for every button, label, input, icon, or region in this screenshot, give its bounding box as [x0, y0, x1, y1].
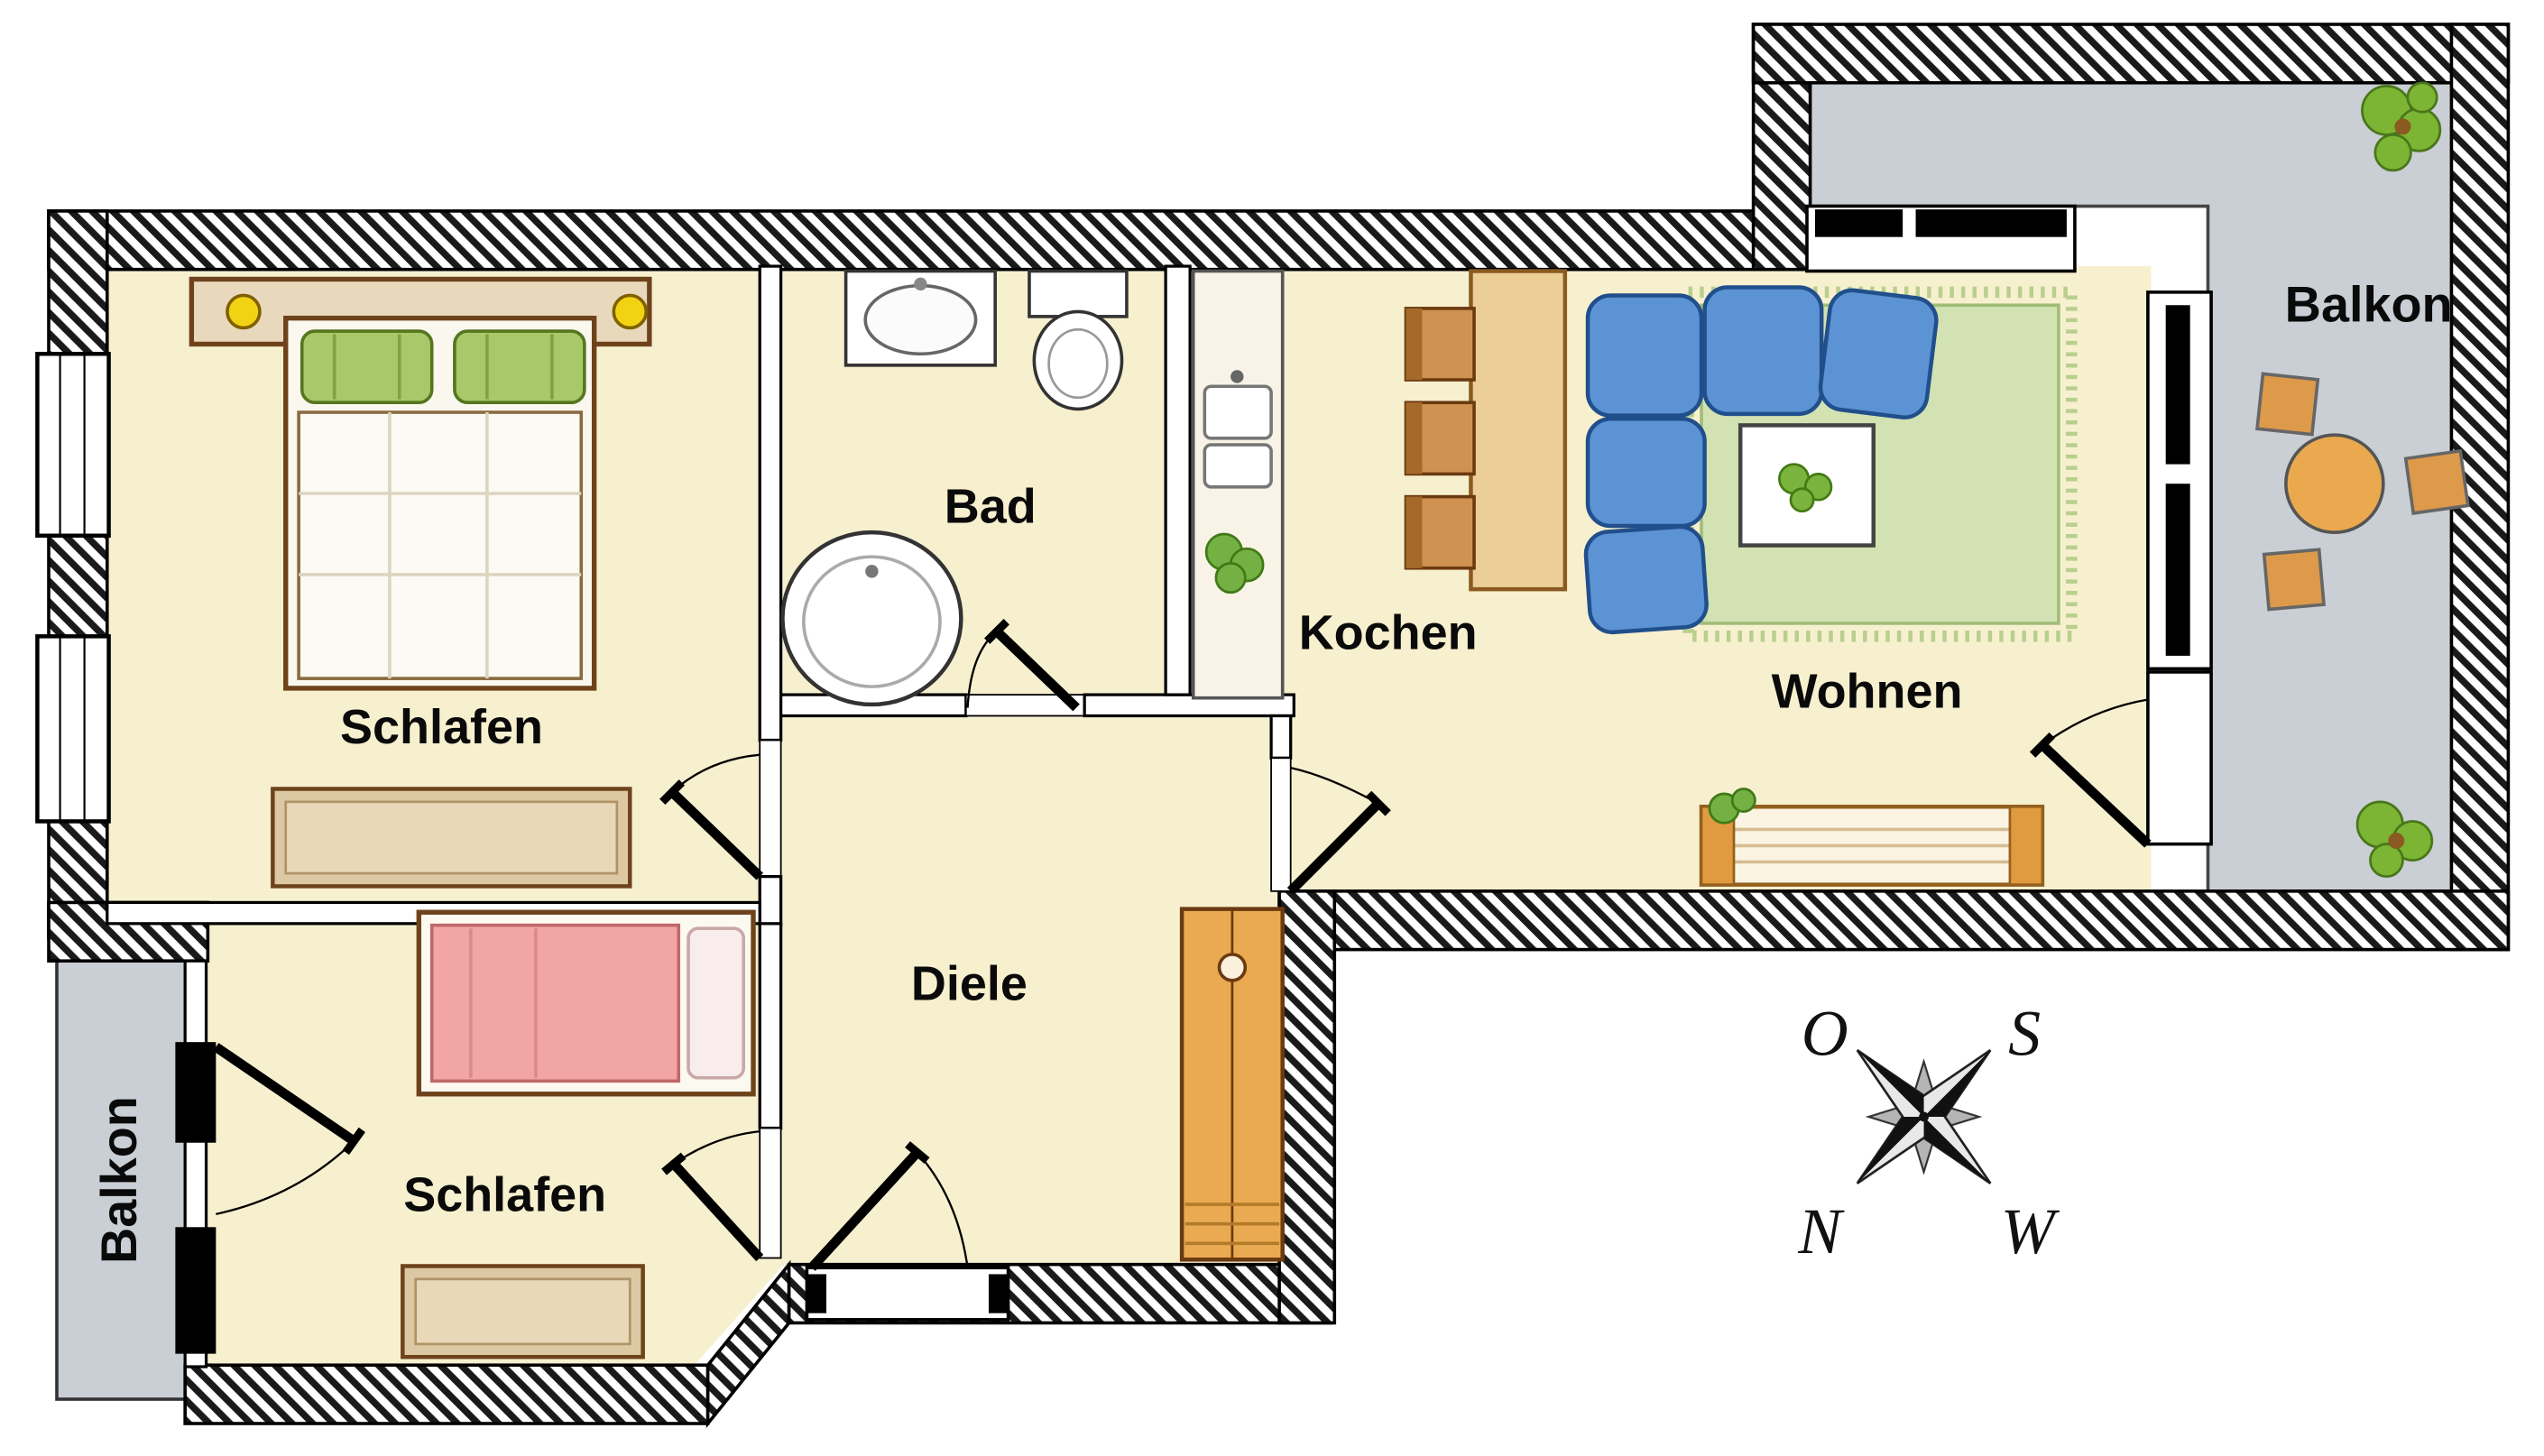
coffee-table: [1737, 423, 1876, 548]
door-bedroom-second: [661, 1129, 764, 1262]
wall-bedroom2-hall: [758, 922, 783, 1130]
plant-icon: [1778, 463, 1833, 513]
balcony-table-set: [2255, 372, 2470, 612]
window-bedroom-left-upper: [35, 352, 111, 539]
door-bedroom-main: [659, 753, 763, 880]
window-living-right: [2146, 290, 2213, 671]
wall-left-main: [47, 209, 109, 940]
wall-top-main: [47, 209, 1812, 272]
toilet: [1028, 269, 1129, 411]
plant-icon: [1204, 532, 1265, 594]
wall-hall-living-a: [1269, 714, 1293, 760]
lamp-icon: [226, 293, 262, 330]
label-balcony-left: Balkon: [91, 1096, 147, 1264]
dresser-second-bedroom: [401, 1264, 645, 1359]
label-kitchen: Kochen: [1299, 606, 1478, 660]
bar-stool: [1404, 494, 1476, 570]
wall-bedroom-hall-lower: [758, 875, 783, 927]
door-living: [1286, 766, 1391, 895]
wall-bottom-right: [1277, 889, 2511, 952]
doors: [213, 618, 2152, 1271]
compass-north-label: N: [1797, 1195, 1845, 1267]
bar-stool: [1404, 307, 1476, 382]
balcony-left-door-symbol: [175, 1042, 217, 1143]
exterior-walls: [47, 23, 2511, 1429]
double-bed: [189, 276, 652, 691]
door-living-balcony: [2029, 698, 2152, 848]
round-table: [2284, 433, 2385, 534]
plant-icon: [2355, 800, 2434, 878]
label-living-room: Wohnen: [1772, 665, 1963, 719]
label-bedroom-second: Schlafen: [403, 1167, 606, 1221]
plant-icon: [2361, 81, 2442, 172]
bathroom-sink: [843, 269, 997, 367]
label-bathroom: Bad: [945, 479, 1037, 533]
bar-stool: [1404, 401, 1476, 476]
compass-west-label: W: [2001, 1195, 2060, 1267]
compass-south-label: S: [2008, 998, 2041, 1070]
stool: [2403, 448, 2470, 515]
corner-sofa: [1583, 285, 1939, 635]
kitchen-sink: [1203, 384, 1273, 440]
sideboard: [1699, 788, 2045, 887]
dresser-main-bedroom: [271, 787, 632, 889]
threshold-balcony-door-living: [2146, 670, 2213, 846]
door-opening-bedroom-second: [759, 1127, 782, 1259]
stool: [2255, 372, 2320, 437]
plant-icon: [1708, 788, 1756, 825]
wall-bath-kitchen: [1164, 264, 1192, 696]
bathtub: [780, 530, 963, 707]
label-bedroom-main: Schlafen: [340, 700, 543, 754]
door-bathroom: [966, 618, 1080, 712]
wall-bedroom-bath: [758, 264, 783, 742]
lamp-icon: [612, 293, 649, 330]
window-bedroom-left-lower: [35, 634, 111, 824]
kitchen-bar: [1404, 269, 1568, 592]
label-hallway: Diele: [911, 956, 1028, 1010]
wardrobe: [1179, 907, 1285, 1262]
label-balcony-right: Balkon: [2285, 276, 2453, 332]
stool: [2262, 548, 2326, 612]
pillow: [687, 926, 746, 1080]
door-bedroom2-balcony: [213, 1043, 365, 1216]
windows: [35, 204, 2213, 1354]
compass-east-label: O: [1802, 998, 1848, 1070]
threshold-entrance: [805, 1266, 1010, 1322]
wall-right-stub: [1277, 889, 1337, 1325]
floor-balcony-left: [55, 959, 189, 1401]
window-living-top: [1805, 204, 2077, 273]
room-labels: Schlafen Bad Kochen Wohnen Diele Schlafe…: [91, 276, 2452, 1264]
wall-bottom-left: [183, 1363, 710, 1425]
door-opening-bedroom-main: [759, 739, 782, 878]
door-entrance: [807, 1141, 969, 1271]
compass-rose-icon: O S N W: [1797, 998, 2060, 1268]
wall-balcony-top: [1751, 23, 2511, 85]
door-opening-living: [1270, 757, 1292, 892]
balcony-left-window-symbol: [175, 1227, 217, 1354]
single-bed: [416, 909, 756, 1097]
kitchen-counter: [1191, 269, 1285, 700]
